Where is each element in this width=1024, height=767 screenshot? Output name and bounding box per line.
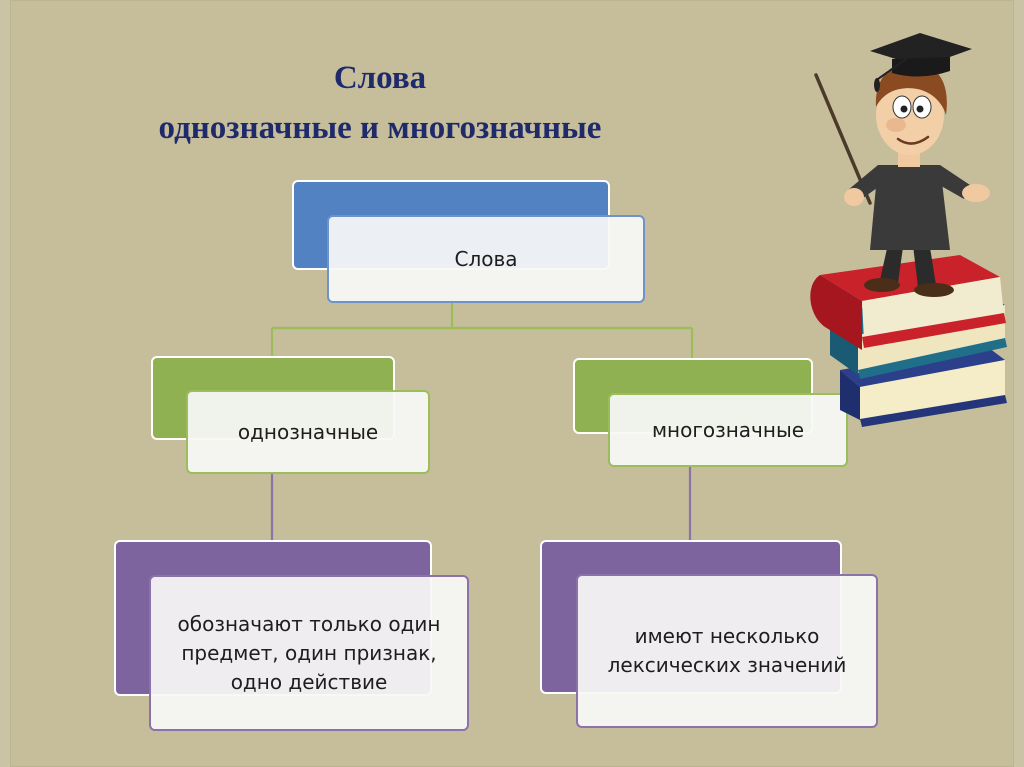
leaf-node-right: имеют несколько лексических значений [576,574,878,728]
professor-with-pointer-on-books-icon [810,33,1007,427]
title-line-1: Слова [333,60,427,96]
books-stack-icon [810,255,1007,427]
branch-node-left-label: однозначные [237,419,379,444]
root-node: Слова [327,215,645,303]
branch-node-right-label: многозначные [651,417,805,442]
leaf-node-left-text: обозначают только один предмет, один при… [177,611,441,694]
title-line-2: однозначные и многозначные [158,110,602,146]
leaf-node-left: обозначают только один предмет, один при… [149,575,469,731]
leaf-node-right-text: имеют несколько лексических значений [607,624,847,677]
root-node-label: Слова [454,246,518,271]
branch-node-right: многозначные [608,393,848,467]
graduation-cap-icon [870,33,972,67]
branch-node-left: однозначные [186,390,430,474]
